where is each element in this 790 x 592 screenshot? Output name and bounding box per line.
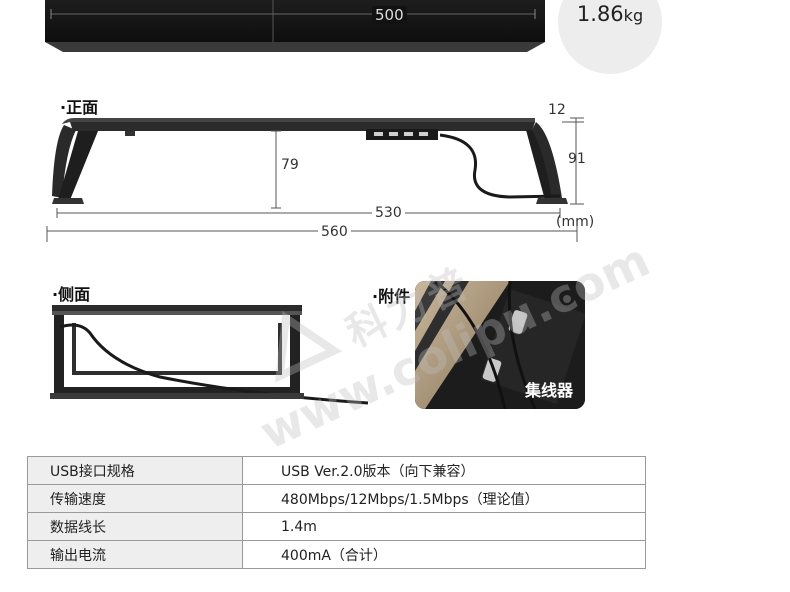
spec-value: USB Ver.2.0版本（向下兼容）	[242, 456, 646, 485]
spec-key: USB接口规格	[27, 456, 243, 485]
spec-key: 输出电流	[27, 540, 243, 569]
front-view-drawing	[46, 117, 584, 242]
spec-value: 1.4m	[242, 512, 646, 541]
accessory-photo: 集线器	[415, 281, 585, 409]
side-view-label: ·侧面	[52, 285, 91, 304]
spec-key: 传输速度	[27, 484, 243, 513]
accessory-caption: 集线器	[524, 381, 573, 400]
dim-unit: (mm)	[556, 214, 595, 230]
top-view-drawing	[45, 0, 545, 52]
top-width-label: 500	[372, 6, 407, 24]
cable-clip-illustration	[415, 281, 585, 409]
spec-row: USB接口规格 USB Ver.2.0版本（向下兼容）	[27, 456, 646, 485]
dim-total-width: 560	[318, 224, 351, 240]
accessories-label: ·附件	[372, 287, 411, 306]
front-view-label: ·正面	[60, 98, 99, 117]
spec-row: 传输速度 480Mbps/12Mbps/1.5Mbps（理论值）	[27, 484, 646, 513]
weight-unit: kg	[623, 6, 644, 25]
weight-value: 1.86	[576, 2, 624, 26]
spec-row: 输出电流 400mA（合计）	[27, 540, 646, 569]
spec-value: 400mA（合计）	[242, 540, 646, 569]
spec-row: 数据线长 1.4m	[27, 512, 646, 541]
spec-key: 数据线长	[27, 512, 243, 541]
dim-thickness: 12	[548, 102, 566, 118]
weight-label: 1.86kg	[558, 0, 662, 30]
dim-height: 91	[568, 151, 586, 167]
spec-table: USB接口规格 USB Ver.2.0版本（向下兼容） 传输速度 480Mbps…	[27, 456, 646, 569]
spec-value: 480Mbps/12Mbps/1.5Mbps（理论值）	[242, 484, 646, 513]
dim-inner-width: 530	[372, 205, 405, 221]
dim-inner-height: 79	[281, 157, 299, 173]
side-view-drawing	[50, 305, 369, 405]
